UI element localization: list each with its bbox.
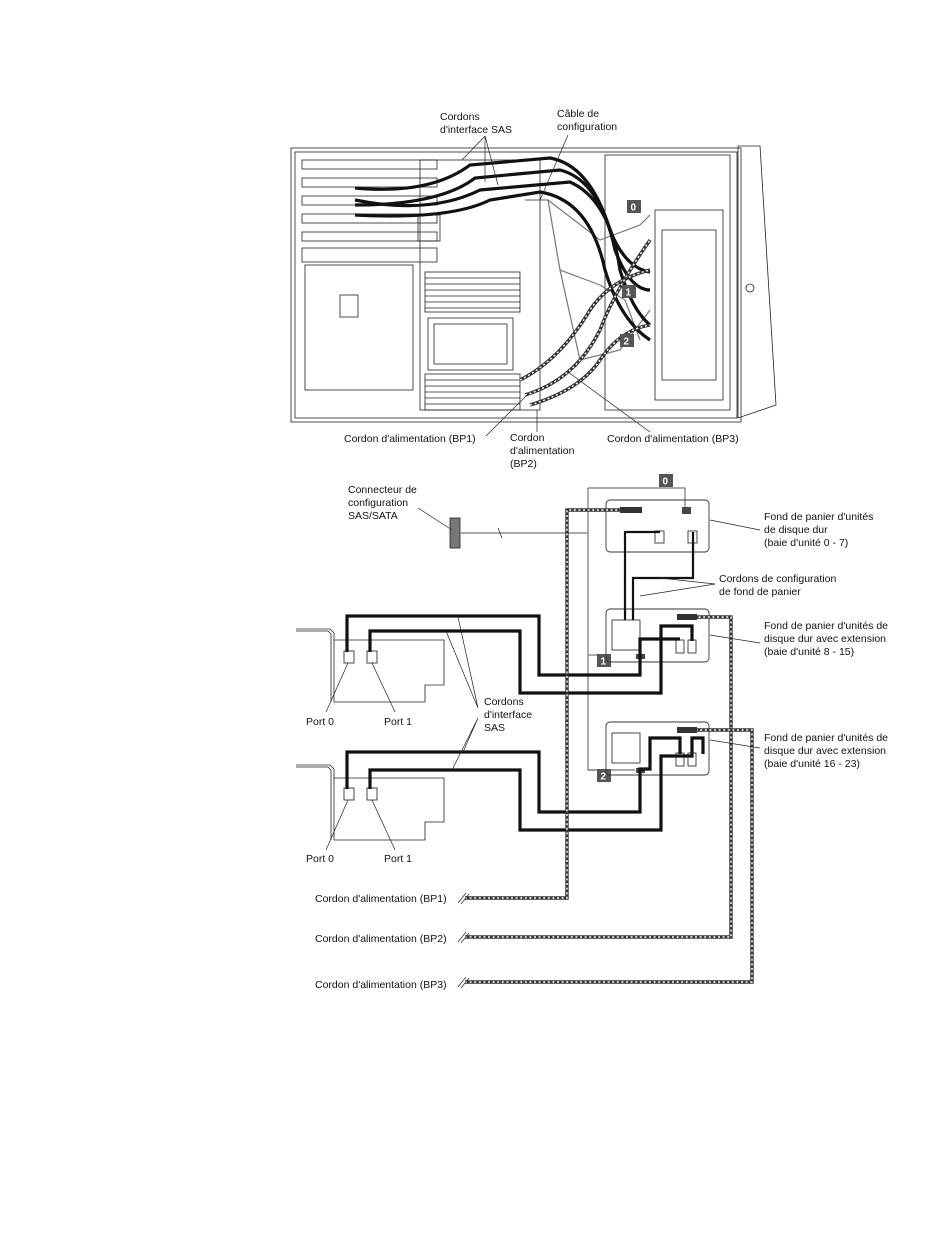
leader-sas-bottom <box>445 616 479 771</box>
bp2-power-connector <box>677 727 697 733</box>
bp1-power-connector <box>677 614 697 620</box>
dimm-slots-upper <box>424 271 521 313</box>
label-backplane-8-15: Fond de panier d'unités de disque dur av… <box>764 620 891 658</box>
badge-2-bottom-text: 2 <box>601 772 607 783</box>
badge-0-bottom <box>659 474 673 487</box>
badge-1-bottom <box>597 654 611 667</box>
port-1-adapter-2 <box>366 787 378 801</box>
server-chassis-figure: 0 1 2 Cordons d'interface SAS Câble de c… <box>290 108 777 470</box>
label-sas-sata-connector: Connecteur de configuration SAS/SATA <box>348 484 420 522</box>
pci-slots <box>301 159 438 263</box>
label-config-cable-top: Câble de configuration <box>557 108 617 133</box>
label-power-bp3-top: Cordon d'alimentation (BP3) <box>607 433 739 445</box>
system-board <box>419 159 541 411</box>
label-port1-adapter-1: Port 1 <box>384 716 412 728</box>
sas-cables-top <box>354 156 652 342</box>
label-port0-adapter-1: Port 0 <box>306 716 334 728</box>
label-sas-cables-bottom: Cordons d'interface SAS <box>484 696 535 734</box>
port-1-adapter-1 <box>366 650 378 664</box>
raid-adapter-2 <box>296 764 445 841</box>
chassis-outline <box>290 147 742 423</box>
config-cable-top <box>525 199 641 341</box>
badge-2-top <box>620 334 634 347</box>
bp-config-cable-a <box>623 530 660 620</box>
bp0-config-connector <box>682 507 691 514</box>
label-power-bp3-bottom: Cordon d'alimentation (BP3) <box>315 979 447 991</box>
dimm-slots-lower <box>424 373 521 411</box>
label-power-bp2-bottom: Cordon d'alimentation (BP2) <box>315 933 447 945</box>
port-0-adapter-2 <box>343 787 355 801</box>
leader-config-top <box>539 134 569 201</box>
badge-2-bottom <box>597 769 611 782</box>
badge-1-top <box>622 285 636 298</box>
raid-adapter-1 <box>296 628 445 703</box>
badge-1-bottom-text: 1 <box>601 657 607 668</box>
backplane-0-7 <box>605 499 710 553</box>
label-port1-adapter-2: Port 1 <box>384 853 412 865</box>
cpu-heatsink <box>427 317 514 371</box>
backplane-16-23 <box>605 721 710 776</box>
label-power-bp1-top: Cordon d'alimentation (BP1) <box>344 433 476 445</box>
port-0-adapter-1 <box>343 650 355 664</box>
backplane-8-15 <box>605 608 710 663</box>
power-cables-bottom <box>457 508 754 989</box>
label-power-bp1-bottom: Cordon d'alimentation (BP1) <box>315 893 447 905</box>
front-bezel <box>737 145 777 419</box>
label-power-bp2-top: Cordon d'alimentation (BP2) <box>510 432 577 470</box>
chassis-inner <box>294 151 738 419</box>
badge-0-bottom-text: 0 <box>663 477 669 488</box>
sas-sata-config-connector <box>449 517 461 549</box>
power-button <box>745 283 755 293</box>
badge-0-top-text: 0 <box>631 203 637 214</box>
bp0-power-connector <box>620 507 642 513</box>
label-backplane-0-7: Fond de panier d'unités de disque dur (b… <box>764 511 876 549</box>
badge-0-top <box>627 200 641 213</box>
badge-2-top-text: 2 <box>624 337 630 348</box>
power-supply-area <box>304 264 414 391</box>
power-cables-top <box>519 239 652 407</box>
schematic-figure: 0 1 2 <box>296 474 891 991</box>
heatsink-small <box>339 294 359 318</box>
label-backplane-16-23: Fond de panier d'unités de disque dur av… <box>764 732 891 770</box>
label-port0-adapter-2: Port 0 <box>306 853 334 865</box>
label-sas-cables-top: Cordons d'interface SAS <box>440 111 512 136</box>
drive-cage <box>604 154 731 411</box>
label-backplane-config-cables: Cordons de configuration de fond de pani… <box>719 573 839 598</box>
sas-cables-bottom <box>345 614 705 832</box>
leader-sas-top <box>461 135 499 186</box>
badge-1-top-text: 1 <box>626 288 632 299</box>
bp-config-cable-b <box>631 532 695 620</box>
